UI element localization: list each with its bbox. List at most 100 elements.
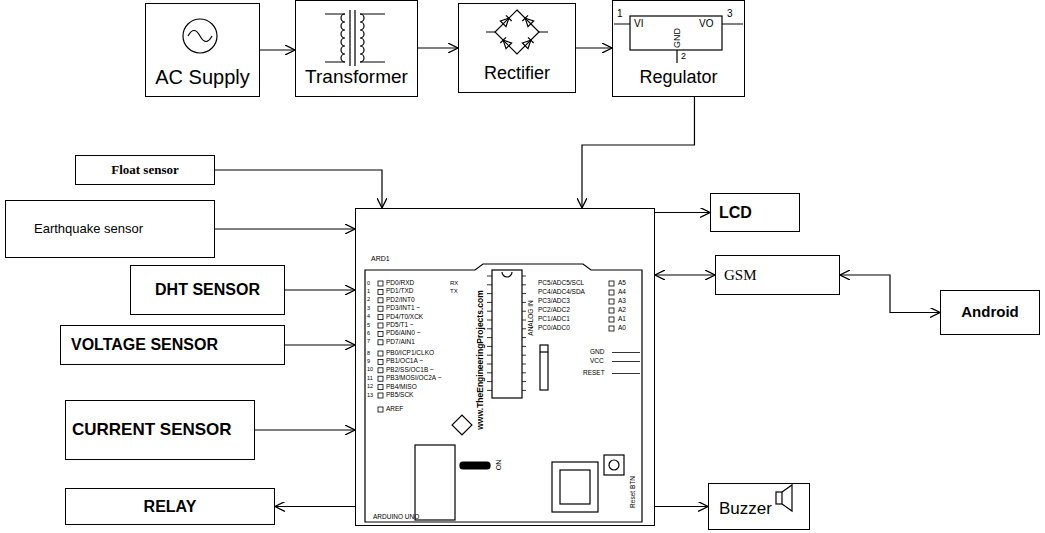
output-box: Buzzer: [708, 483, 810, 530]
regulator-pin-label: VO: [699, 19, 713, 29]
pin-label: VCC: [590, 358, 604, 365]
header-pin: [378, 393, 383, 398]
node-text: Transformer: [305, 67, 408, 88]
module-box: GSM: [715, 255, 840, 295]
pin-label: PB4/MISO: [386, 384, 417, 391]
pin-number: 8: [367, 351, 370, 357]
connector-arrow: [215, 228, 355, 229]
pin-label: A5: [618, 280, 626, 287]
pin-label: PC2/ADC2: [538, 307, 570, 314]
rectifier-block: Rectifier: [458, 3, 576, 93]
board-label: ARD1: [371, 255, 390, 263]
regulator-pin-label: 1: [617, 9, 623, 19]
pin-label: PC3/ADC3: [538, 298, 570, 305]
node-text: Float sensor: [111, 163, 179, 177]
pin-number: 5: [367, 323, 370, 329]
bridge-rectifier-symbol: [486, 10, 548, 54]
header-pin: [378, 351, 383, 356]
pin-label: RESET: [583, 370, 605, 377]
node-text: AC Supply: [155, 66, 250, 88]
ac-source-symbol: [183, 19, 217, 53]
header-pin: [378, 385, 383, 390]
node-text: Regulator: [639, 68, 717, 88]
regulator-symbol: [614, 16, 743, 63]
pin-number: 7: [367, 339, 370, 345]
sensor-box: Float sensor: [75, 155, 215, 185]
pin-label: PC5/ADC5/SCL: [538, 280, 584, 287]
node-text: Earthquake sensor: [34, 222, 143, 236]
header-pin: [378, 306, 383, 311]
transformer-symbol: [325, 10, 385, 66]
microcontroller-chip: [492, 270, 522, 398]
connector-arrow: [840, 275, 940, 313]
header-pin: [378, 359, 383, 364]
pin-label: PC1/ADC1: [538, 316, 570, 323]
led-label: ON: [495, 460, 502, 471]
header-pin: [378, 368, 383, 373]
node-text: DHT SENSOR: [155, 281, 260, 299]
node-text: CURRENT SENSOR: [72, 421, 232, 440]
signal-label: RX: [450, 280, 458, 286]
node-text: Android: [961, 304, 1019, 321]
regulator-pin-label: 3: [727, 9, 733, 19]
pin-label: PD0/RXD: [386, 280, 414, 287]
sensor-box: Earthquake sensor: [5, 200, 215, 258]
node-text: GSM: [724, 267, 757, 284]
smd-chip: [452, 415, 472, 435]
usb-connector: [415, 445, 455, 520]
header-pin: [378, 376, 383, 381]
connector-arrow: [215, 170, 382, 208]
regulator-pin-label: VI: [634, 19, 643, 29]
pin-label: PD2/INT0: [386, 297, 415, 304]
pin-label: A2: [618, 307, 626, 314]
pin-number: 9: [367, 359, 370, 365]
node-text: Buzzer: [719, 500, 772, 519]
output-box: LCD: [710, 193, 800, 232]
regulator-pin-label: GND: [673, 28, 682, 48]
sensor-box: VOLTAGE SENSOR: [60, 325, 285, 365]
node-text: Rectifier: [484, 64, 550, 84]
pin-label: A3: [618, 298, 626, 305]
watermark: www.TheEngineeringProjects.com: [476, 290, 485, 430]
output-box: RELAY: [65, 488, 275, 525]
regulator-pin-label: 2: [681, 52, 686, 61]
pin-label: PD6/AIN0 ~: [386, 330, 421, 337]
node-text: LCD: [719, 204, 752, 222]
sensor-box: DHT SENSOR: [130, 265, 285, 315]
diode: [540, 345, 548, 390]
pin-label: PB3/MOSI/OC2A ~: [386, 375, 441, 382]
pin-label: PC4/ADC4/SDA: [538, 289, 585, 296]
connector-arrow: [418, 47, 458, 48]
board-label: ARDUINO UNO: [373, 513, 419, 520]
pin-label: PD1/TXD: [386, 288, 413, 295]
pin-number: 10: [367, 367, 373, 373]
pin-label: PD7/AIN1: [386, 339, 415, 346]
pin-label: GND: [590, 349, 604, 356]
node-text: RELAY: [144, 498, 197, 516]
button-label: Reset BTN: [630, 476, 637, 508]
pin-label: PC0/ADC0: [538, 325, 570, 332]
reset-button: [604, 455, 624, 475]
power-jack: [552, 462, 598, 512]
pin-number: 11: [367, 376, 373, 382]
pin-label: A4: [618, 289, 626, 296]
sensor-box: CURRENT SENSOR: [65, 400, 255, 460]
header-pin: [609, 326, 614, 331]
pin-label: A0: [618, 325, 626, 332]
pin-number: 1: [367, 289, 370, 295]
connector-arrow: [260, 49, 295, 50]
power-led: [460, 462, 490, 469]
chip-pins: [487, 276, 526, 390]
header-pin: [378, 331, 383, 336]
pin-number: 13: [367, 393, 373, 399]
pin-label: PD3/INT1 ~: [386, 305, 420, 312]
pin-label: PD4/T0/XCK: [386, 314, 423, 321]
device-box: Android: [940, 290, 1040, 335]
pin-label: PB0/ICP1/CLKO: [386, 350, 434, 357]
pin-number: 4: [367, 314, 370, 320]
pin-number: 0: [367, 281, 370, 287]
header-pin: [378, 340, 383, 345]
header-pin: [378, 289, 383, 294]
header-label: ANALOG IN: [528, 300, 535, 335]
header-pin: [609, 281, 614, 286]
